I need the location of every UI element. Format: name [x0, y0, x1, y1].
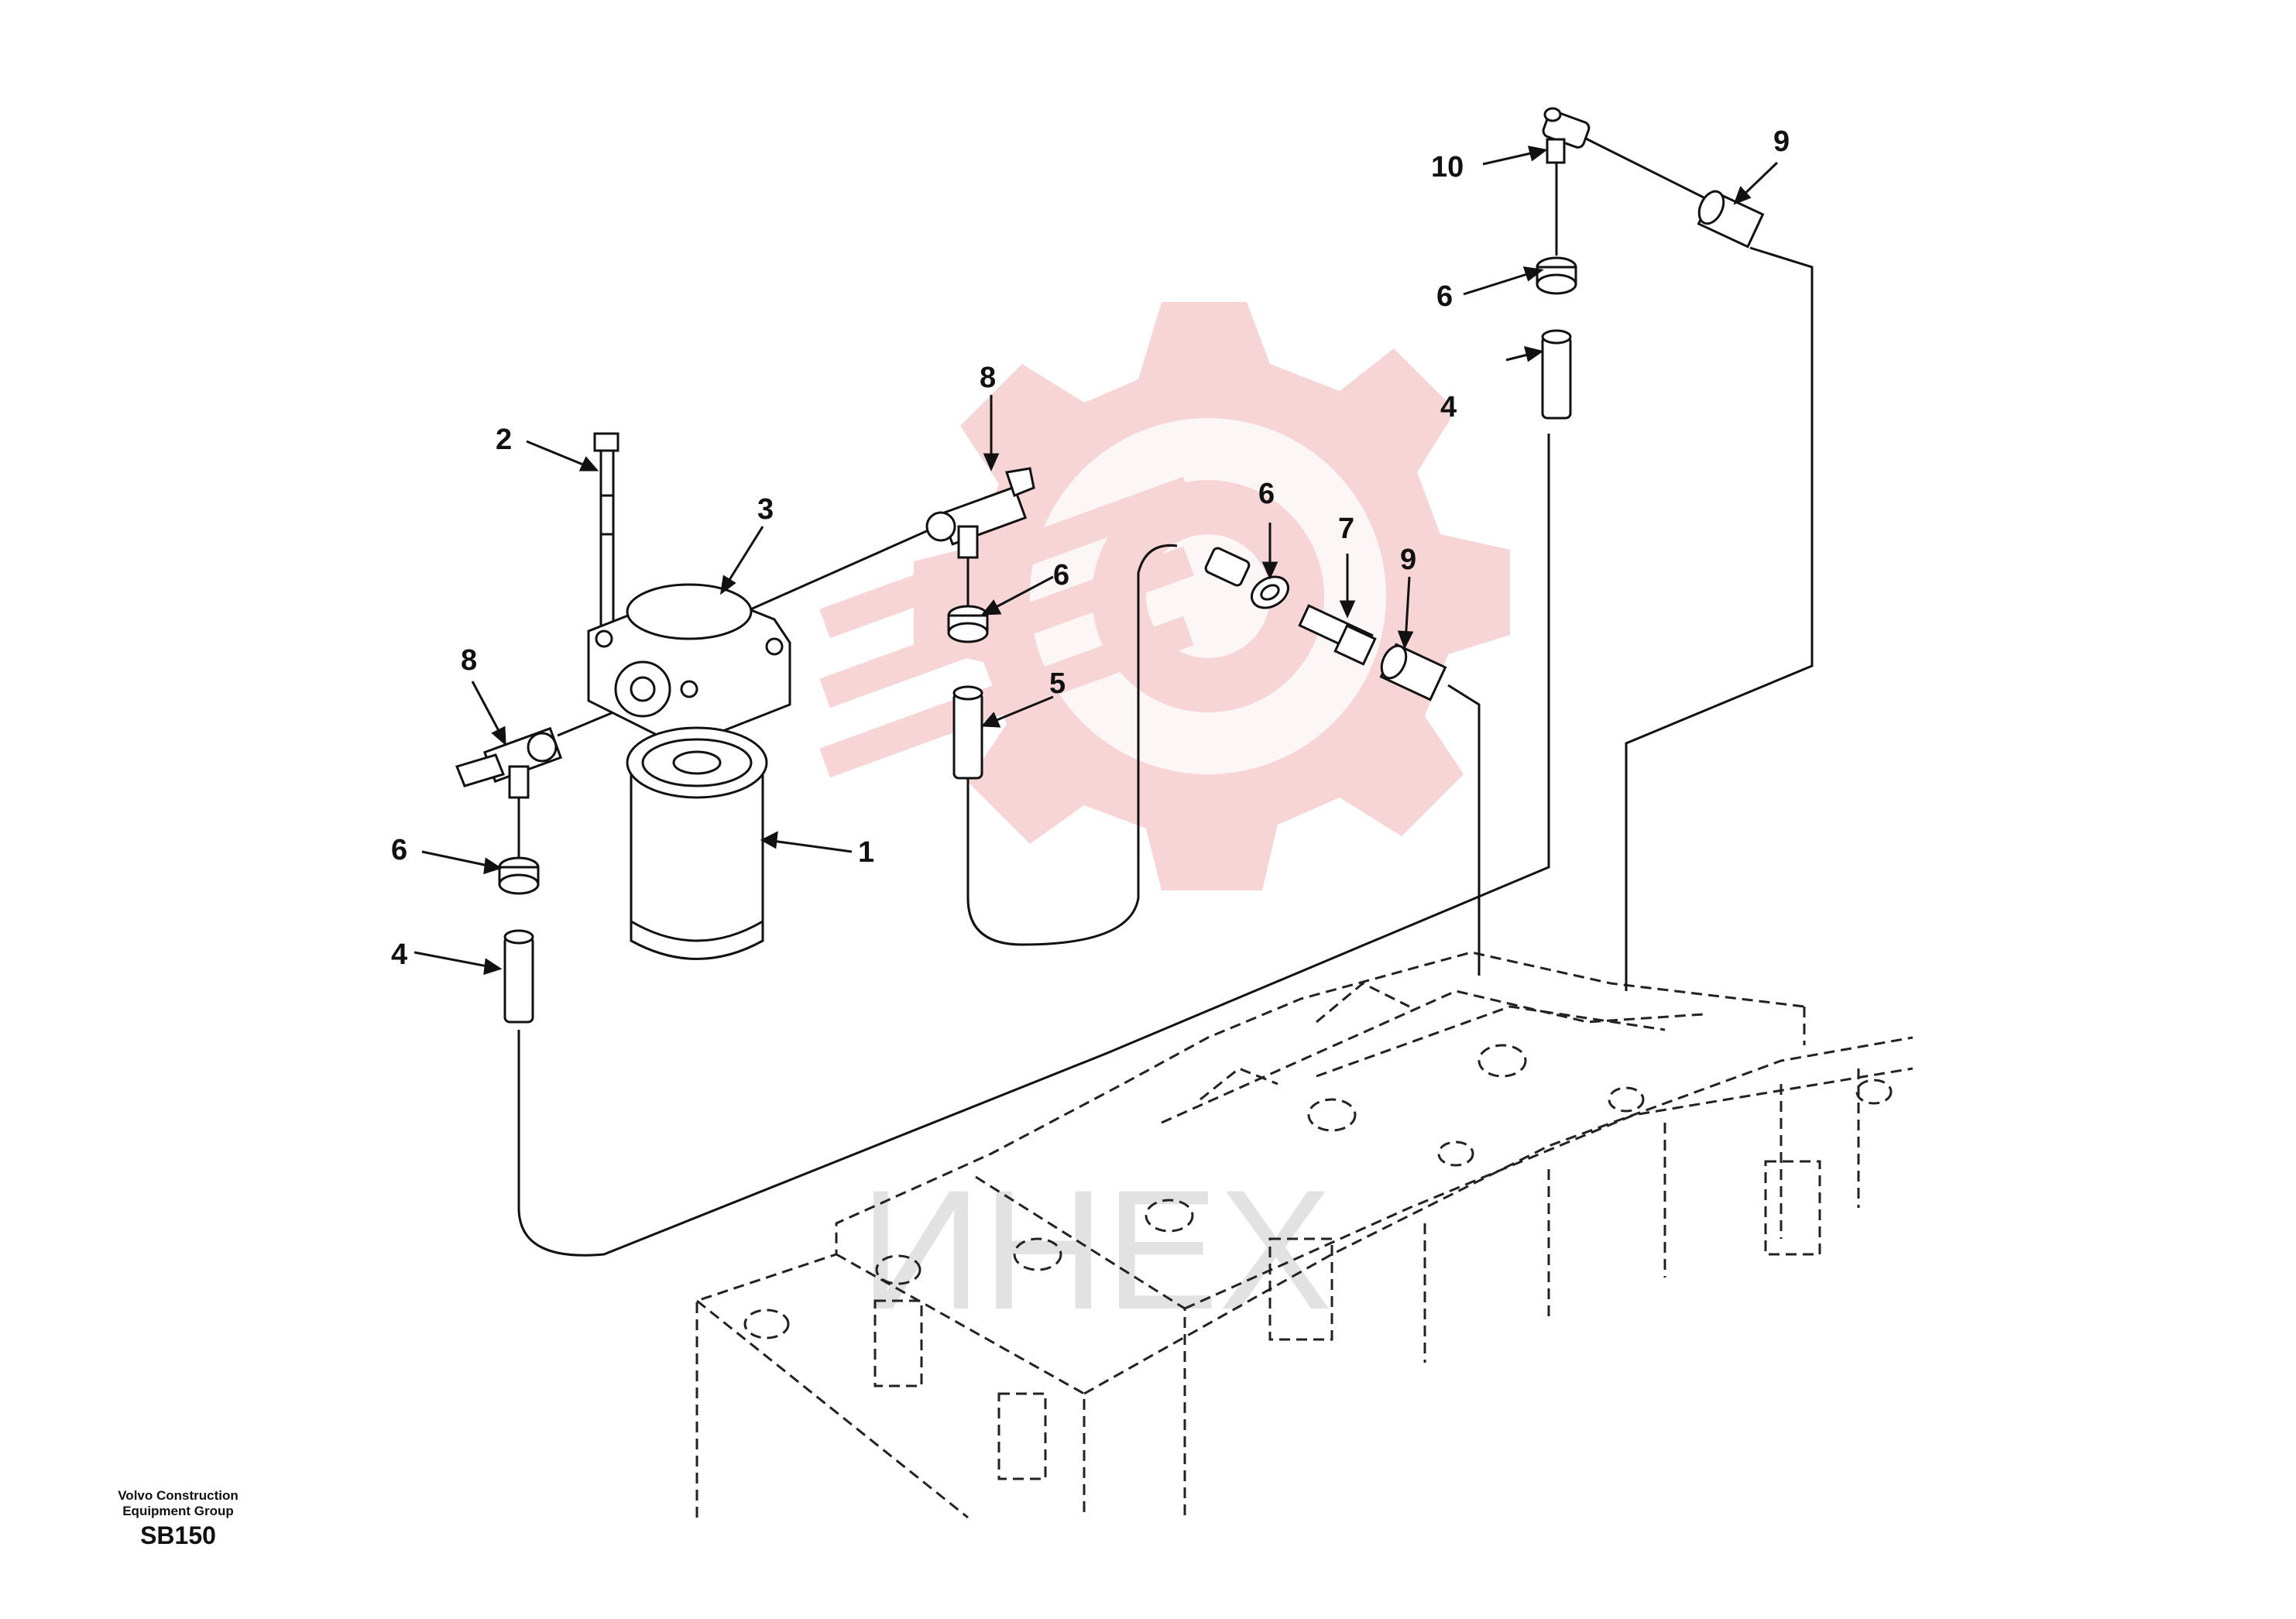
hose-return-line — [1447, 684, 1481, 976]
filter-head-part-3 — [587, 583, 791, 749]
hose-clamp-part-6-left — [498, 856, 540, 895]
hose-top-line — [1579, 134, 1704, 199]
watermark-text: ИНЕХ — [860, 1154, 1332, 1345]
callout-10: 10 — [1431, 151, 1464, 184]
watermark-gear-logo — [819, 302, 1510, 890]
company-line-2: Equipment Group — [122, 1504, 234, 1518]
callout-leaders — [414, 146, 1779, 976]
tee-fitting-part-8-right — [925, 467, 1035, 559]
callout-1: 1 — [858, 836, 874, 869]
callout-7: 7 — [1338, 513, 1354, 545]
adapter-part-9-top — [1697, 190, 1765, 249]
elbow-part-10 — [1542, 107, 1591, 164]
callout-8-left: 8 — [461, 644, 477, 677]
callout-9-middle: 9 — [1400, 544, 1416, 576]
hose-filter-to-tee — [727, 525, 938, 621]
callout-6-left: 6 — [391, 834, 407, 866]
company-line-1: Volvo Construction — [118, 1488, 239, 1503]
tee-fitting-part-8-left — [455, 726, 563, 799]
callout-8-right: 8 — [980, 362, 996, 394]
footer-caption: Volvo Construction Equipment Group SB150 — [77, 1488, 279, 1552]
hose-sleeve-part-4-left — [503, 929, 534, 1024]
callout-4-left: 4 — [391, 938, 407, 971]
hose-clamp-part-6-right — [1251, 575, 1289, 609]
adapter-part-9-middle — [1379, 643, 1447, 701]
hose-sleeve-part-5 — [952, 685, 983, 780]
hose-sleeve-part-4-top — [1541, 329, 1572, 420]
callout-9-top: 9 — [1773, 125, 1790, 158]
hose-sleeve-middle — [1204, 547, 1251, 587]
hose-filter-to-pump-loop — [517, 434, 1550, 1257]
hose-clamp-part-6-middle — [947, 605, 989, 643]
callout-3: 3 — [757, 493, 774, 526]
model-code: SB150 — [140, 1521, 216, 1549]
hose-return-loop — [966, 544, 1178, 946]
callout-6-middle: 6 — [1053, 559, 1069, 592]
callout-5: 5 — [1049, 667, 1066, 700]
callout-6-right: 6 — [1258, 478, 1275, 510]
hose-right-line — [1625, 246, 1814, 991]
callout-6-top: 6 — [1436, 280, 1453, 313]
bolt-part-2 — [593, 432, 619, 630]
connector-part-7 — [1298, 604, 1377, 666]
callout-2: 2 — [496, 424, 512, 456]
filter-cartridge-part-1 — [626, 726, 768, 960]
callout-4-top: 4 — [1440, 391, 1457, 424]
engine-cylinder-head — [695, 951, 1913, 1519]
hose-clamp-part-6-top — [1536, 256, 1577, 295]
